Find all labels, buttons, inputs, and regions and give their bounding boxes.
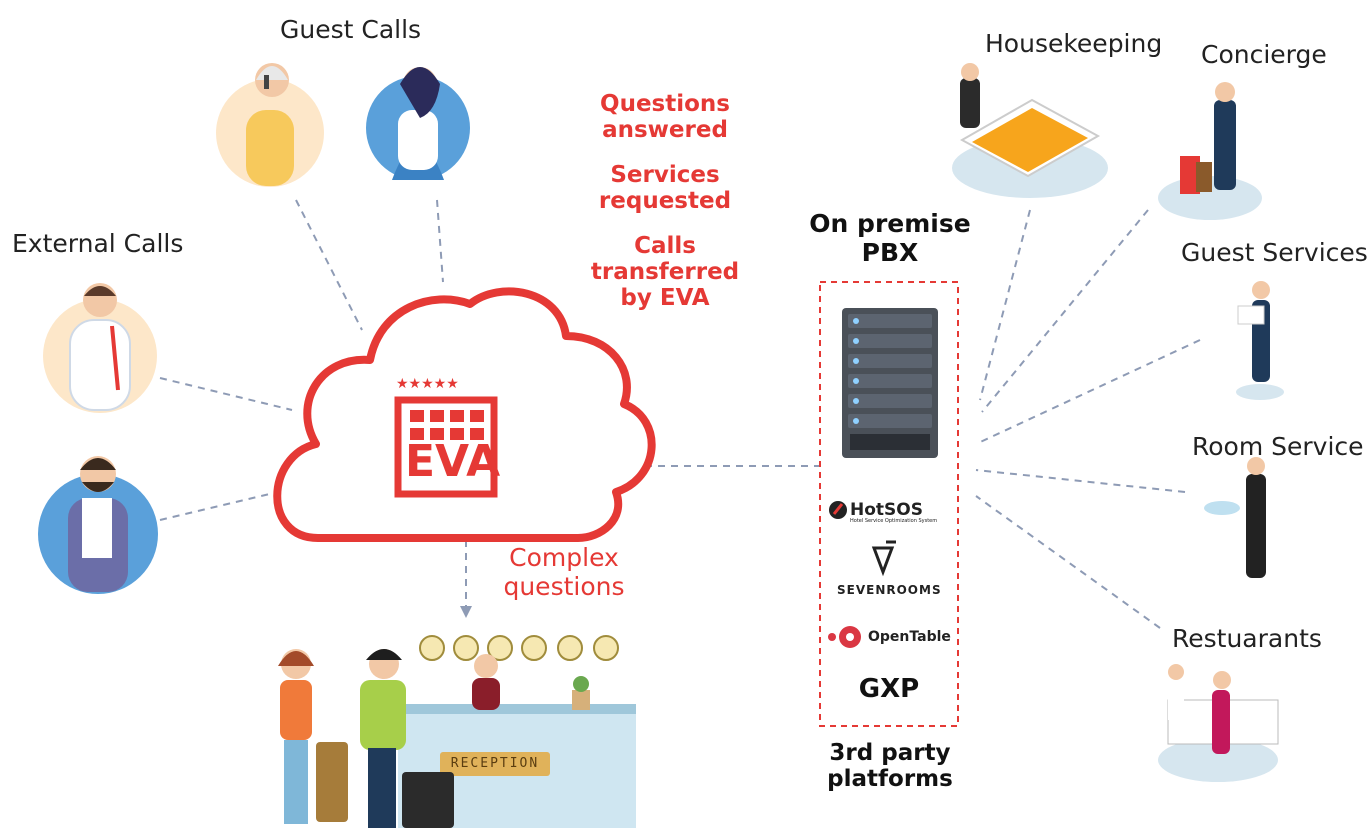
message-calls-transferred: Calls transferred by EVA: [560, 233, 770, 311]
arrow-head-icon: [460, 606, 472, 618]
eva-logo-text: EVA: [405, 436, 501, 487]
third-party-line: 3rd party: [829, 740, 951, 766]
message-services-requested: Services requested: [560, 162, 770, 215]
hotsos-logo-text: HotSOS: [850, 500, 923, 520]
connectors: [159, 199, 1201, 629]
message-line: transferred: [590, 258, 740, 285]
svg-text:★★★★★: ★★★★★: [396, 376, 459, 392]
housekeeping-icon: [952, 63, 1108, 198]
pbx-line: PBX: [861, 237, 919, 267]
gxp-logo-text: GXP: [858, 674, 920, 704]
concierge-label: Concierge: [1201, 40, 1327, 69]
reception-desk-icon: [278, 635, 636, 828]
hotsos-logo-icon: [829, 501, 847, 519]
connector-guest2-eva: [436, 199, 444, 283]
connector-external1-eva: [159, 377, 293, 411]
message-line: by EVA: [620, 284, 710, 311]
room-service-icon: [1204, 457, 1266, 578]
message-line: Services: [610, 162, 720, 188]
housekeeping-label: Housekeeping: [985, 29, 1163, 58]
message-line: Questions: [600, 91, 730, 117]
room-service-label: Room Service: [1192, 432, 1364, 461]
sevenrooms-logo-icon: [871, 540, 896, 577]
platforms-box: [819, 281, 959, 727]
complex-line: questions: [503, 571, 625, 601]
third-party-label: 3rd party platforms: [800, 740, 980, 793]
connector-housekeeping: [979, 209, 1031, 401]
guest-call-woman-icon: [216, 63, 324, 187]
message-line: Calls: [634, 233, 696, 259]
guest-call-woman-phone-icon: [366, 67, 470, 180]
stars: ★★★★★: [396, 376, 459, 392]
connector-concierge: [981, 209, 1149, 413]
connector-room-service: [975, 469, 1186, 493]
opentable-logo-icon: [828, 626, 861, 648]
connector-restaurants: [975, 495, 1161, 629]
external-calls-label: External Calls: [12, 229, 184, 258]
complex-line: Complex: [509, 543, 619, 572]
wall-clocks: [419, 635, 619, 661]
concierge-icon: [1158, 82, 1262, 220]
message-questions-answered: Questions answered: [560, 91, 770, 144]
pbx-line: On premise: [809, 209, 971, 238]
guest-services-icon: [1236, 281, 1284, 400]
hotel-building-icon: ★★★★★: [394, 376, 498, 498]
cloud-icon: [273, 287, 656, 542]
connector-guest1-eva: [295, 199, 363, 331]
external-call-bearded-man-icon: [38, 456, 158, 594]
restaurants-label: Restuarants: [1172, 624, 1322, 653]
restaurant-icon: [1158, 664, 1279, 782]
server-icon: [842, 308, 938, 458]
sevenrooms-logo-text: SEVENROOMS: [837, 583, 942, 597]
reception-sign: RECEPTION: [450, 756, 540, 771]
pbx-label: On premise PBX: [800, 209, 980, 268]
hotsos-subtitle: Hotel Service Optimization System: [850, 518, 938, 524]
guest-services-label: Guest Services: [1181, 238, 1368, 267]
third-party-line: platforms: [827, 766, 953, 793]
opentable-logo-text: OpenTable: [868, 629, 951, 645]
complex-questions-label: Complex questions: [484, 543, 644, 602]
message-line: requested: [598, 187, 732, 214]
message-line: answered: [602, 116, 728, 143]
connector-guest-services: [975, 339, 1201, 445]
external-call-man-icon: [43, 283, 157, 413]
connector-external2-eva: [159, 491, 279, 521]
guest-calls-label: Guest Calls: [280, 15, 422, 44]
